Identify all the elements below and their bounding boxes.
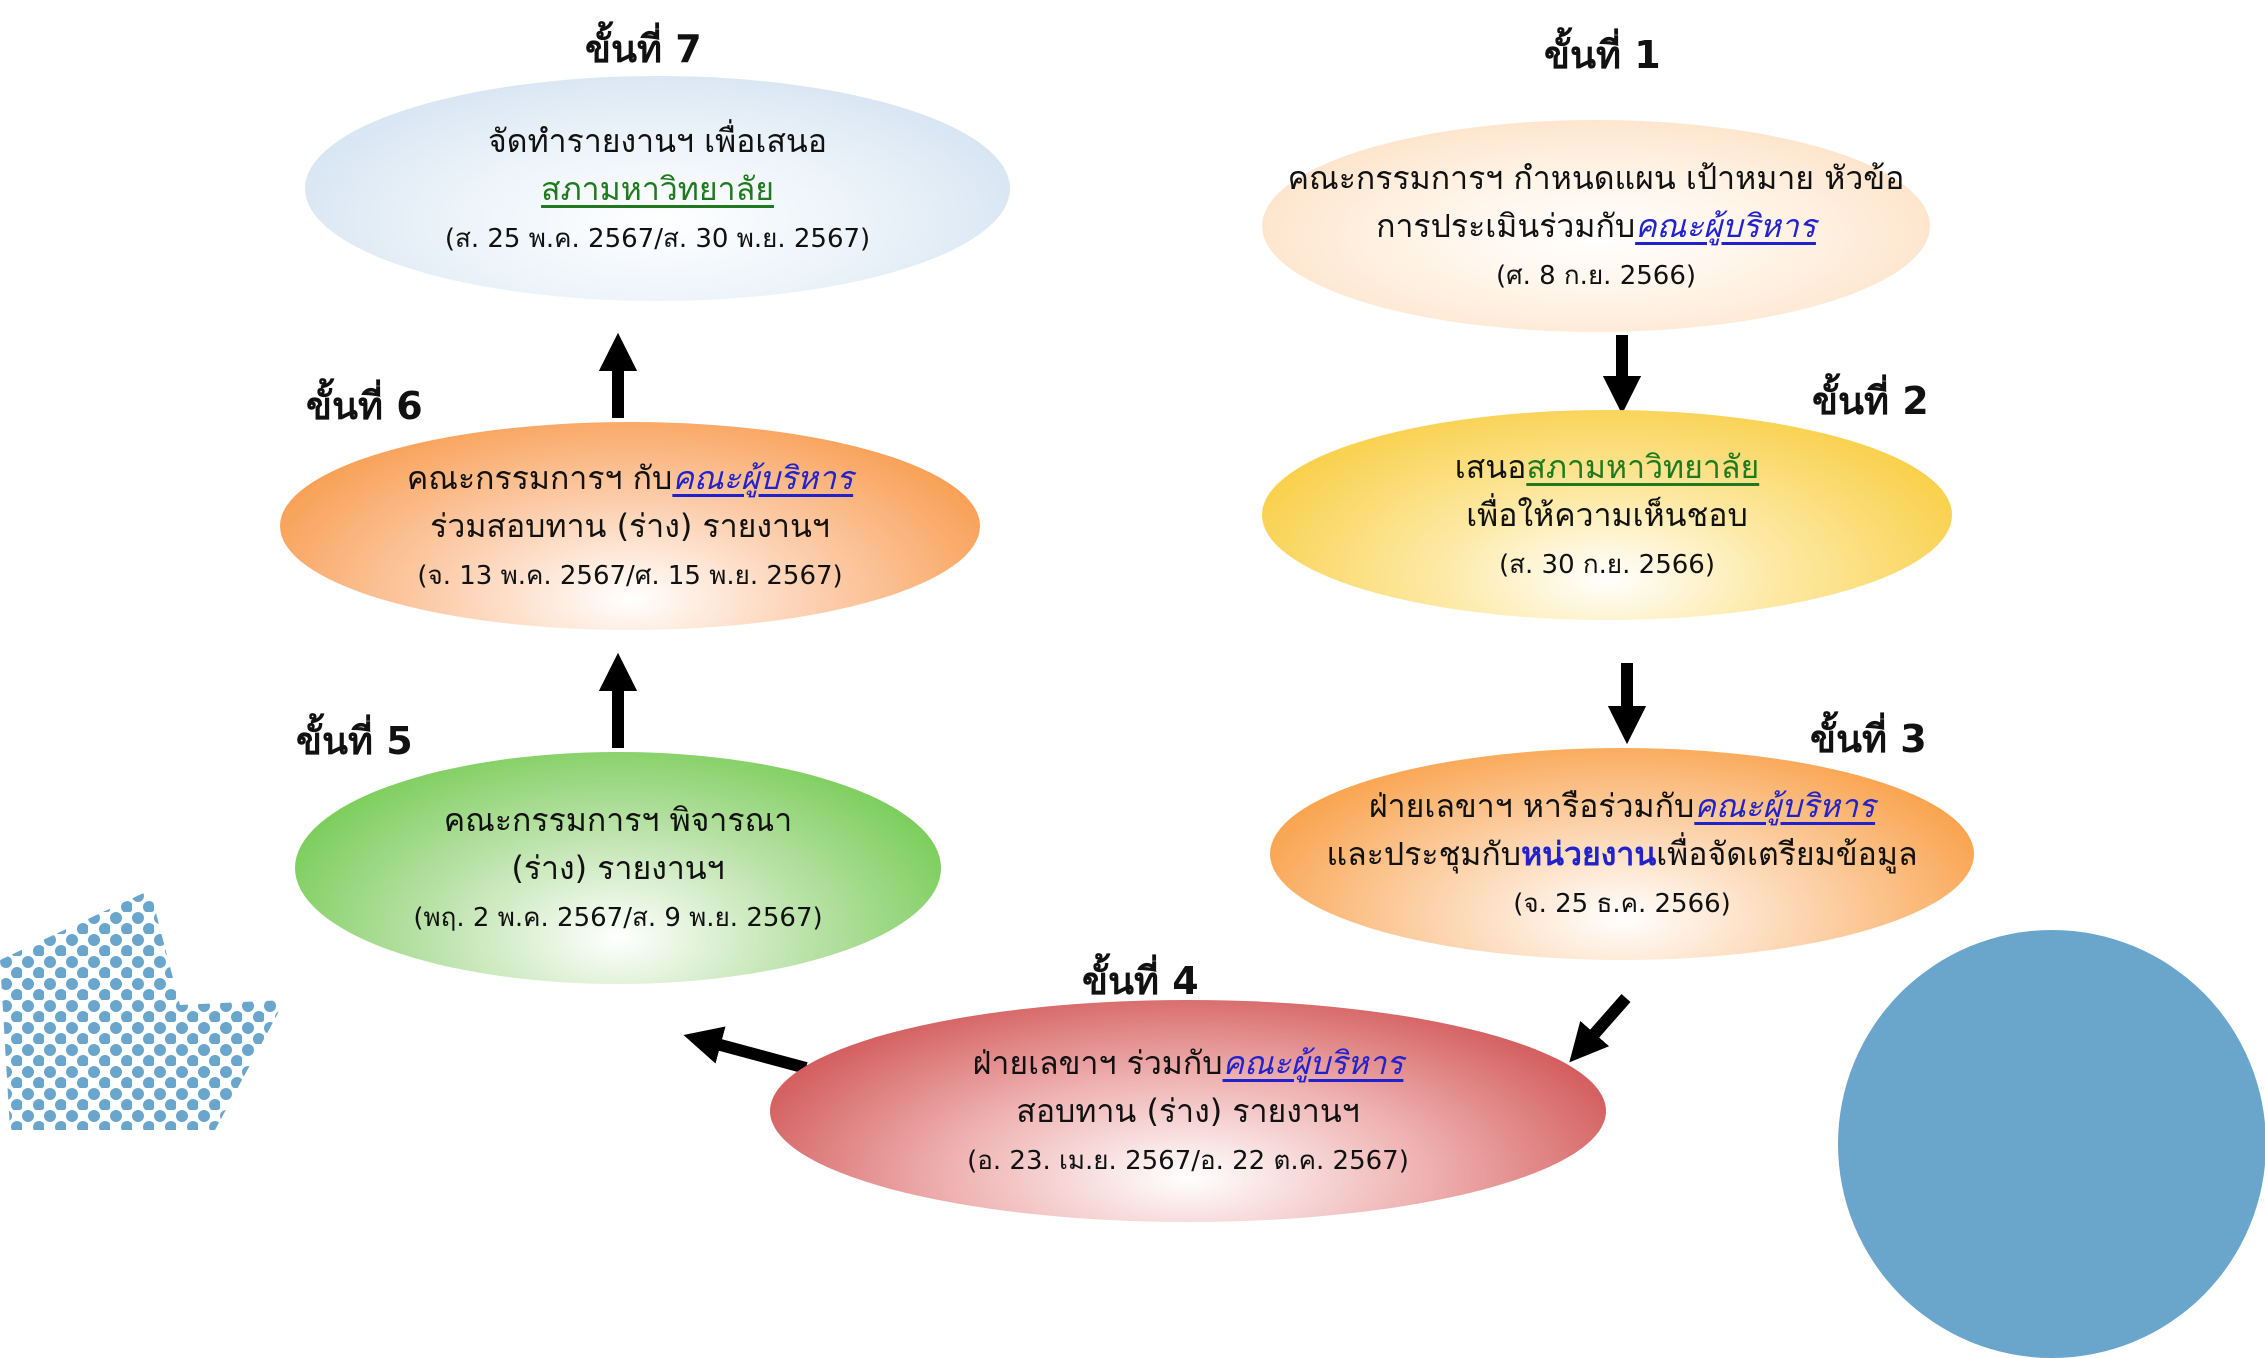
flow-arrows	[598, 332, 1647, 1074]
step-7-node: จัดทำรายงานฯ เพื่อเสนอ สภามหาวิทยาลัย (ส…	[305, 76, 1010, 301]
step-6-label: ขั้นที่ 6	[306, 384, 423, 428]
step-6-line-2: ร่วมสอบทาน (ร่าง) รายงานฯ	[430, 507, 830, 546]
step-5-node: คณะกรรมการฯ พิจารณา (ร่าง) รายงานฯ (พฤ. …	[295, 752, 941, 984]
step-4-date: (อ. 23. เม.ย. 2567/อ. 22 ต.ค. 2567)	[967, 1146, 1409, 1177]
step-5-line-1: คณะกรรมการฯ พิจารณา	[443, 801, 793, 840]
step-2-node: เสนอสภามหาวิทยาลัย เพื่อให้ความเห็นชอบ (…	[1262, 410, 1952, 620]
step-4-label: ขั้นที่ 4	[1082, 959, 1199, 1003]
circle-decoration	[1838, 930, 2265, 1358]
step-4-node: ฝ่ายเลขาฯ ร่วมกับคณะผู้บริหาร สอบทาน (ร่…	[770, 1000, 1606, 1222]
step-3-label: ขั้นที่ 3	[1810, 717, 1927, 761]
arrow-step3-to-step4	[1569, 994, 1631, 1063]
step-6-line-1-prefix: คณะกรรมการฯ กับ	[406, 459, 673, 498]
step-6-line-1: คณะกรรมการฯ กับคณะผู้บริหาร	[407, 454, 853, 502]
step-4-line-2: สอบทาน (ร่าง) รายงานฯ	[1016, 1092, 1360, 1131]
step-3-line-2: และประชุมกับหน่วยงานเพื่อจัดเตรียมข้อมูล	[1326, 830, 1917, 878]
step-1-executives-link[interactable]: คณะผู้บริหาร	[1635, 207, 1816, 246]
step-3-line-2-suffix: เพื่อจัดเตรียมข้อมูล	[1656, 835, 1918, 874]
step-7-line-1: จัดทำรายงานฯ เพื่อเสนอ	[488, 121, 827, 160]
step-1-date: (ศ. 8 ก.ย. 2566)	[1495, 261, 1697, 292]
step-3-executives-link[interactable]: คณะผู้บริหาร	[1694, 787, 1876, 826]
step-1-line-2-prefix: การประเมินร่วมกับ	[1376, 207, 1636, 246]
step-2-line-2: เพื่อให้ความเห็นชอบ	[1466, 496, 1748, 535]
step-2-line-1: เสนอสภามหาวิทยาลัย	[1455, 443, 1759, 491]
step-2-university-council-link[interactable]: สภามหาวิทยาลัย	[1526, 448, 1760, 487]
step-1-label: ขั้นที่ 1	[1544, 33, 1661, 77]
step-5-date: (พฤ. 2 พ.ค. 2567/ส. 9 พ.ย. 2567)	[413, 903, 823, 934]
step-4-executives-link[interactable]: คณะผู้บริหาร	[1222, 1044, 1404, 1083]
step-3-line-1: ฝ่ายเลขาฯ หารือร่วมกับคณะผู้บริหาร	[1369, 782, 1875, 830]
step-7-line-2: สภามหาวิทยาลัย	[541, 165, 774, 213]
arrow-step4-to-step5	[683, 1026, 808, 1074]
step-3-date: (จ. 25 ธ.ค. 2566)	[1513, 889, 1731, 920]
step-7-university-council-link[interactable]: สภามหาวิทยาลัย	[541, 169, 774, 208]
step-6-executives-link[interactable]: คณะผู้บริหาร	[672, 459, 854, 498]
step-6-node: คณะกรรมการฯ กับคณะผู้บริหาร ร่วมสอบทาน (…	[280, 422, 980, 630]
step-4-line-1-prefix: ฝ่ายเลขาฯ ร่วมกับ	[972, 1044, 1223, 1083]
step-3-line-1-prefix: ฝ่ายเลขาฯ หารือร่วมกับ	[1368, 787, 1695, 826]
step-3-units-text: หน่วยงาน	[1521, 835, 1657, 874]
step-3-line-2-prefix: และประชุมกับ	[1326, 835, 1522, 874]
step-1-line-1: คณะกรรมการฯ กำหนดแผน เป้าหมาย หัวข้อ	[1287, 159, 1905, 198]
step-5-line-2: (ร่าง) รายงานฯ	[511, 849, 725, 888]
step-2-date: (ส. 30 ก.ย. 2566)	[1499, 550, 1715, 581]
step-6-date: (จ. 13 พ.ค. 2567/ศ. 15 พ.ย. 2567)	[417, 561, 843, 592]
step-4-line-1: ฝ่ายเลขาฯ ร่วมกับคณะผู้บริหาร	[973, 1039, 1404, 1087]
step-5-label: ขั้นที่ 5	[296, 719, 413, 763]
step-2-line-1-prefix: เสนอ	[1454, 448, 1527, 487]
step-7-label: ขั้นที่ 7	[585, 27, 702, 71]
step-3-node: ฝ่ายเลขาฯ หารือร่วมกับคณะผู้บริหาร และปร…	[1270, 748, 1974, 960]
step-7-date: (ส. 25 พ.ค. 2567/ส. 30 พ.ย. 2567)	[444, 223, 871, 254]
step-1-line-2: การประเมินร่วมกับคณะผู้บริหาร	[1376, 202, 1816, 250]
dotted-decoration	[0, 890, 285, 1130]
step-1-node: คณะกรรมการฯ กำหนดแผน เป้าหมาย หัวข้อ การ…	[1262, 120, 1930, 332]
step-2-label: ขั้นที่ 2	[1812, 379, 1929, 423]
